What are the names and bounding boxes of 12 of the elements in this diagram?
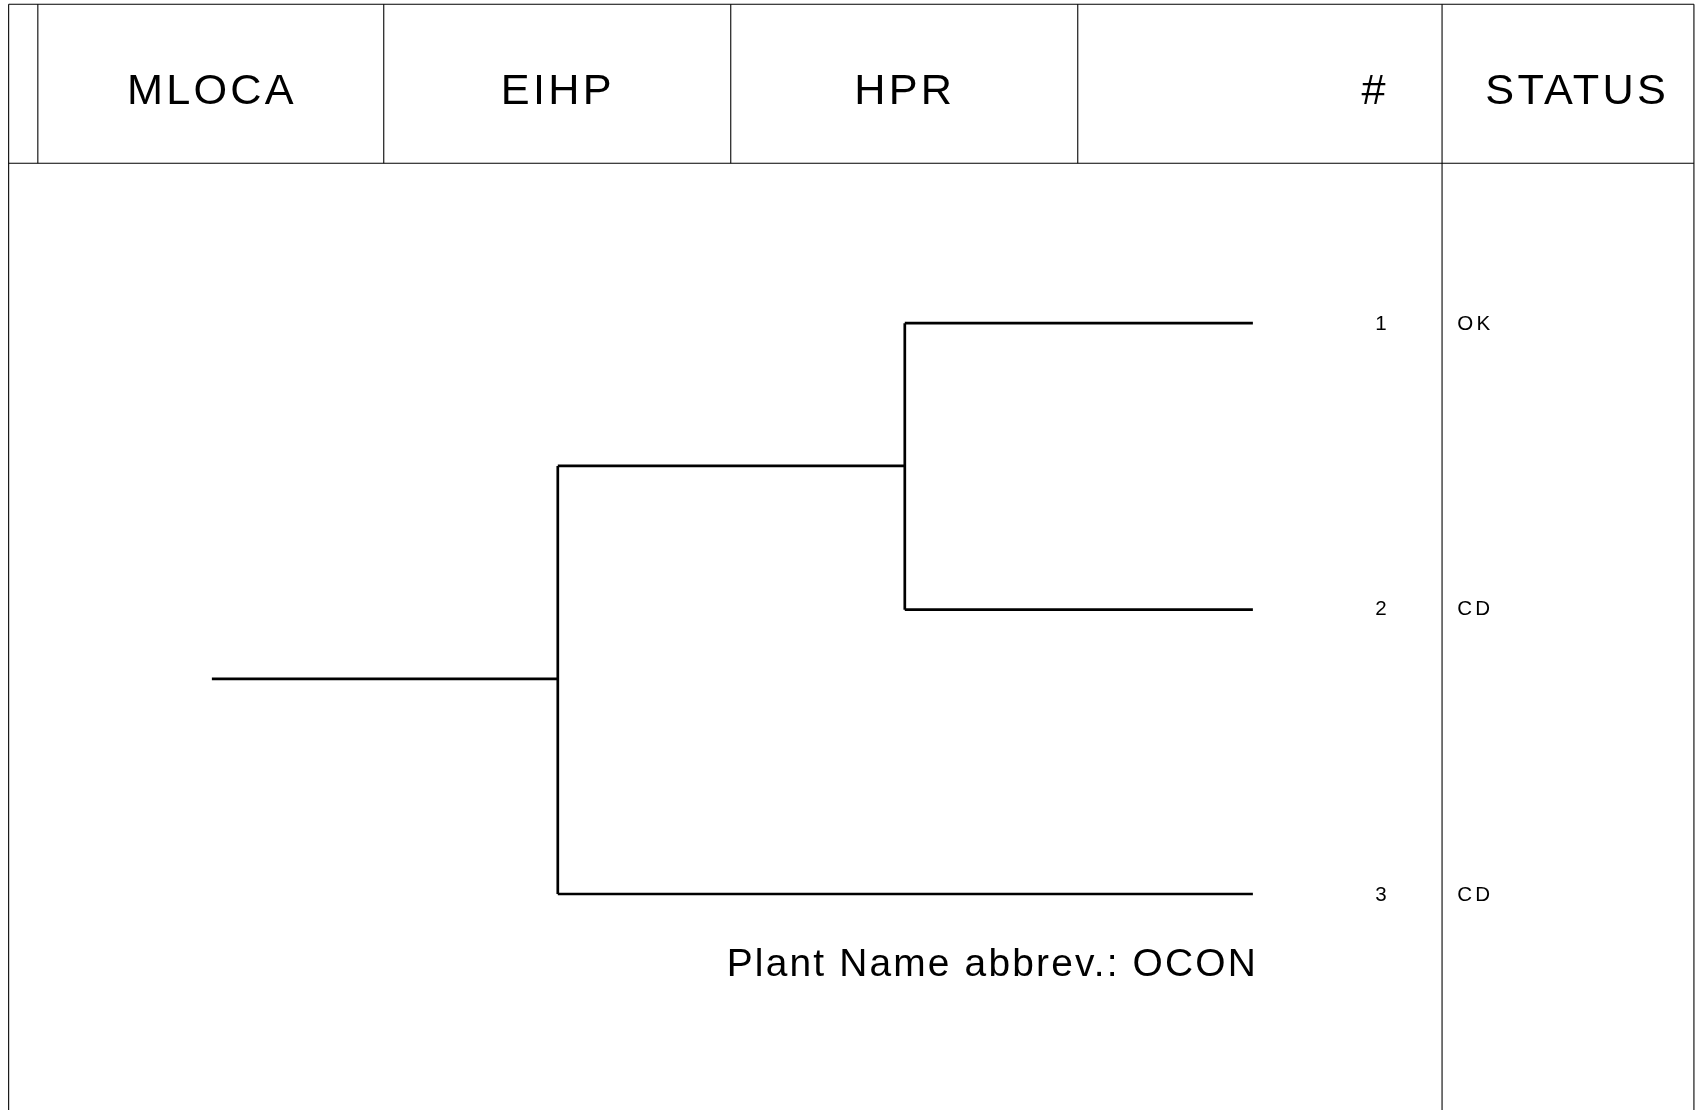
column-header: EIHP <box>500 67 615 111</box>
sequence-number: 3 <box>1375 883 1390 905</box>
caption-text: Plant Name abbrev.: OCON <box>726 943 1258 983</box>
status-text: OK <box>1457 312 1494 334</box>
column-header: MLOCA <box>126 67 297 111</box>
column-header: HPR <box>854 67 956 111</box>
column-header: STATUS <box>1485 67 1669 111</box>
sequence-number: 1 <box>1375 312 1390 334</box>
sequence-number: 2 <box>1375 597 1390 618</box>
column-header: # <box>1361 67 1389 111</box>
status-text: CD <box>1457 597 1494 618</box>
status-text: CD <box>1457 883 1494 905</box>
